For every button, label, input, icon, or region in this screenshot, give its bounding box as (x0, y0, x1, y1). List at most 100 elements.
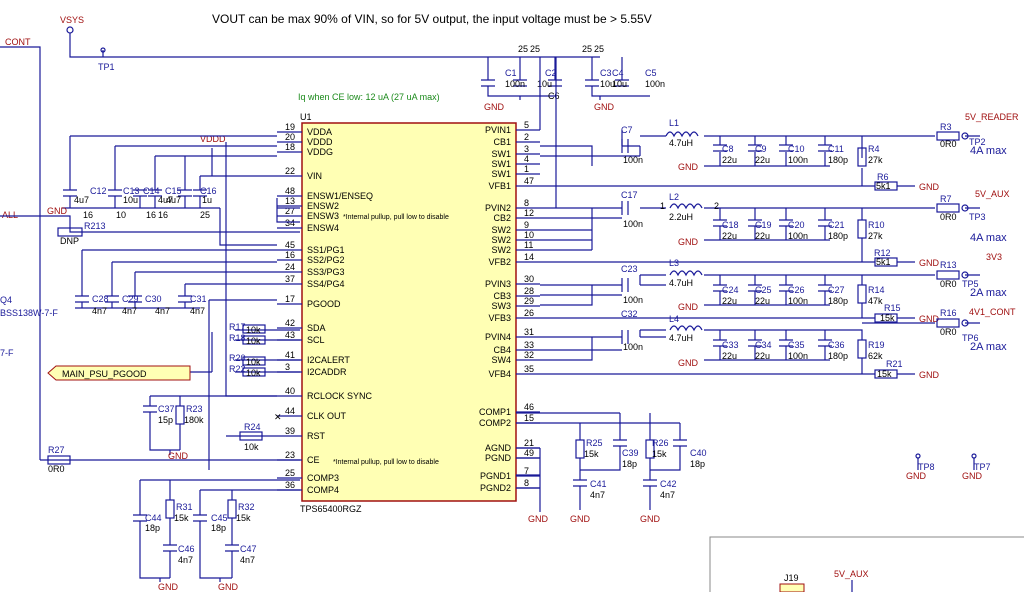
c23-ref: C23 (621, 264, 638, 274)
r3-ref: R3 (940, 122, 952, 132)
c5-ref: C5 (645, 68, 657, 78)
ic-right-pin-num-10: 11 (524, 240, 533, 250)
c25-val: 22u (755, 296, 770, 306)
c27-ref: C27 (828, 285, 845, 295)
l4-ref: L4 (669, 314, 679, 324)
c2-ref: C2 (545, 68, 557, 78)
ic-left-pin-num-13: 13 (285, 196, 295, 206)
c31-ref: C31 (190, 294, 207, 304)
ic-right-pin-name-10: SW2 (491, 245, 511, 255)
ss-caps: C28 4n7 C29 4n7 C30 4n7 C31 4n7 (75, 249, 277, 316)
r20-val: 10k (246, 357, 261, 367)
c3-ref: C3 (600, 68, 612, 78)
gnd-ch1-caps: GND (678, 162, 699, 172)
ic-left-pin-name-43: SCL (307, 335, 325, 345)
net-all-label: ALL (2, 210, 18, 220)
ic-right-pin-name-14: SW3 (491, 301, 511, 311)
q4-val2: 7-F (0, 348, 14, 358)
ic-left-pin-num-36: 36 (285, 480, 295, 490)
ic-left-pin-num-19: 19 (285, 122, 295, 132)
channel-2: C17 100n L2 2.2uH 1 2 C18 22u C19 22u C2… (540, 189, 1010, 268)
ic-left-pin-num-40: 40 (285, 386, 295, 396)
tp6-label: TP6 (962, 333, 979, 343)
gnd-tp8: GND (906, 471, 927, 481)
c36-val: 180p (828, 351, 848, 361)
r213-body (57, 227, 83, 237)
r25-ref: R25 (586, 438, 603, 448)
ic-left-pin-num-27: 27 (285, 206, 295, 216)
vsys-port (66, 26, 74, 34)
r26-ref: R26 (652, 438, 669, 448)
c29-val: 4n7 (122, 306, 137, 316)
r213-ref: R213 (84, 221, 106, 231)
ic-left-pin-num-42: 42 (285, 318, 295, 328)
r6-ref: R6 (877, 172, 889, 182)
rating-c16: 25 (200, 210, 210, 220)
ic-left-pin-num-16: 16 (285, 250, 295, 260)
r12-val: 5k1 (876, 257, 891, 267)
r22-ref: R22 (229, 364, 246, 374)
gnd-ch2-caps: GND (678, 237, 699, 247)
ic-left-pin-name-16: SS2/PG2 (307, 255, 345, 265)
r32-ref: R32 (238, 502, 255, 512)
tp7-label: TP7 (974, 462, 991, 472)
c39-val: 18p (622, 459, 637, 469)
comp12-network: R25 15k C39 18p C41 4n7 R26 15k C40 18p … (516, 412, 707, 524)
c34-val: 22u (755, 351, 770, 361)
ic-right-pin-num-13: 28 (524, 286, 534, 296)
gnd-comp3: GND (158, 582, 179, 592)
r26-val: 15k (652, 449, 667, 459)
r18-ref: R18 (229, 333, 246, 343)
ic-right-pin-name-16: PVIN4 (485, 332, 511, 342)
tp1-label: TP1 (98, 62, 115, 72)
ic-u1-body (301, 122, 517, 502)
gnd-ch3-caps: GND (678, 302, 699, 312)
tp1-point (100, 47, 106, 53)
ic-left-pin-name-34: ENSW4 (307, 223, 339, 233)
noconnect-mark: ✕ (274, 412, 282, 422)
c47-ref: C47 (240, 544, 257, 554)
ic-left-pin-name-39: RST (307, 431, 326, 441)
channel-3: C23 100n L3 4.7uH C24 22u C25 22u C26 10… (540, 252, 1007, 324)
c36-ref: C36 (828, 340, 845, 350)
c12-val: 4u7 (74, 195, 89, 205)
r3-val: 0R0 (940, 139, 957, 149)
ic-right-pin-name-22: AGND (485, 443, 512, 453)
ic-part: TPS65400RGZ (300, 504, 362, 514)
c19-ref: C19 (755, 220, 772, 230)
ic-left-pin-name-44: CLK OUT (307, 411, 347, 421)
c46-val: 4n7 (178, 555, 193, 565)
tp5-label: TP5 (962, 279, 979, 289)
c9-ref: C9 (755, 144, 767, 154)
top-rating-1: 25 (518, 44, 528, 54)
r19-ref: R19 (868, 340, 885, 350)
ic-left-pin-name-20: VDDD (307, 137, 333, 147)
c24-val: 22u (722, 296, 737, 306)
c31-val: 4n7 (190, 306, 205, 316)
ic-right-pin-name-24: PGND1 (480, 471, 511, 481)
ic-right-pin-name-20: COMP1 (479, 407, 511, 417)
c28-ref: C28 (92, 294, 109, 304)
i2c-resistors: R17 10k R18 10k R20 10k R22 10k (190, 299, 300, 470)
r13-ref: R13 (940, 260, 957, 270)
rating-c12: 16 (83, 210, 93, 220)
c7-ref: C7 (621, 125, 633, 135)
r16-val: 0R0 (940, 327, 957, 337)
c40-ref: C40 (690, 448, 707, 458)
gnd-ch2-fb: GND (919, 258, 940, 268)
r15-ref: R15 (884, 303, 901, 313)
ic-right-pin-name-11: VFB2 (488, 257, 511, 267)
ic-right-pin-num-4: 1 (524, 164, 529, 174)
ic-right-pin-num-3: 4 (524, 154, 529, 164)
ic-right-pin-name-21: COMP2 (479, 418, 511, 428)
iq-note: Iq when CE low: 12 uA (27 uA max) (298, 92, 440, 102)
c18-ref: C18 (722, 220, 739, 230)
c41-ref: C41 (590, 479, 607, 489)
r31-ref: R31 (176, 502, 193, 512)
r14-val: 47k (868, 296, 883, 306)
main-psu-label: MAIN_PSU_PGOOD (62, 369, 147, 379)
r24-val: 10k (244, 442, 259, 452)
q4-ref: Q4 (0, 295, 12, 305)
ic-right-pin-num-25: 8 (524, 478, 529, 488)
